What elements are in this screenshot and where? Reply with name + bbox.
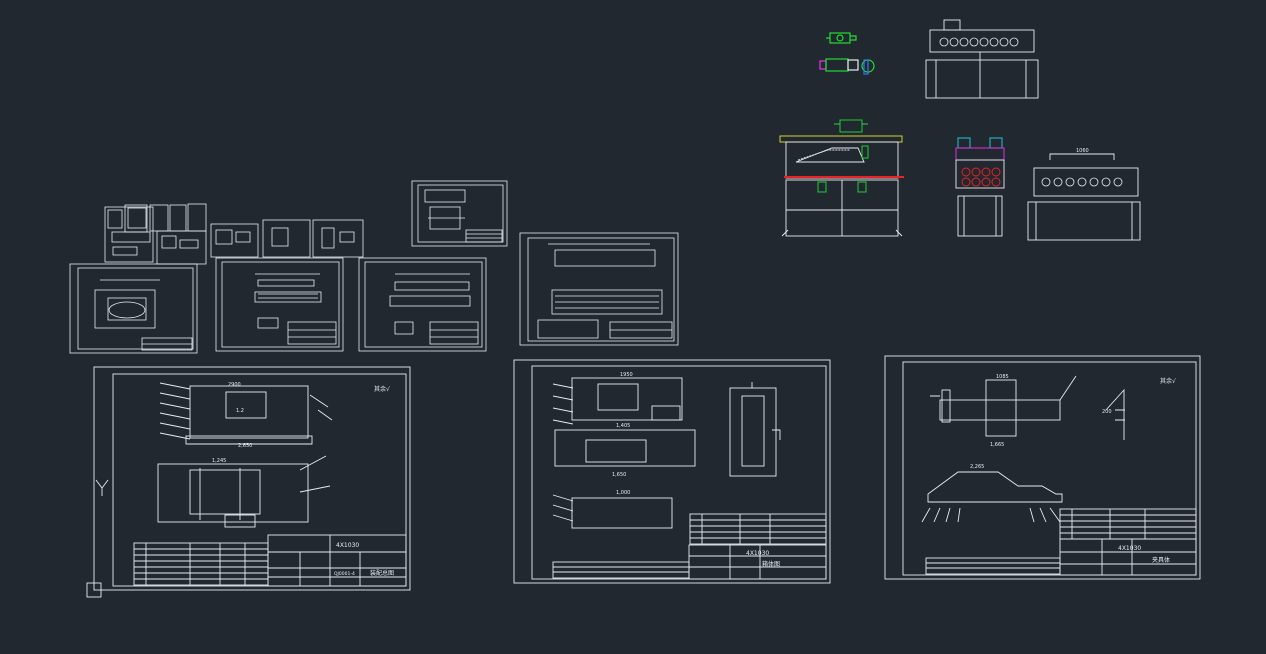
sheet-large-right: [884, 355, 1201, 580]
dimension: 1.2: [236, 408, 244, 414]
sheet-large-left: [86, 366, 411, 598]
dimension: 1,245: [212, 458, 226, 464]
roughness-note: 其余√: [1160, 377, 1176, 385]
thumb-sheet-7: [210, 223, 259, 258]
title-block-code: 4X1030: [746, 550, 769, 557]
title-block-name: 装配总图: [370, 569, 394, 577]
title-block-name: 箱体图: [762, 560, 780, 568]
dimension: 1085: [996, 374, 1009, 380]
thumbnail-sheet-group: [104, 203, 364, 265]
assembly-view-top-right: [925, 19, 1039, 99]
title-block-code: 4X1030: [1118, 545, 1141, 552]
dimension: 1,000: [616, 490, 630, 496]
thumb-sheet-8: [262, 219, 311, 258]
thumb-sheet-9: [312, 219, 364, 258]
sheet-detail-small-top: [411, 180, 508, 247]
title-block-code: 4X1030: [336, 542, 359, 549]
motor-part-green-1: [819, 32, 875, 75]
sheet-large-right-text: 其余√ 4X1030 夹具体 1085 1,665 2,265 200: [970, 374, 1176, 564]
sheet-large-left-text: 其余√ 4X1030 QJ0001-4 装配总图 2900 1.2 2,650 …: [212, 382, 394, 577]
thumb-sheet-4: [169, 204, 187, 232]
assembly-side-view: [955, 137, 1005, 237]
dimension: 2,265: [970, 464, 984, 470]
dimension: 1060: [1076, 148, 1089, 154]
dimension: 2900: [228, 382, 241, 388]
dimension: 2,650: [238, 443, 252, 449]
assembly-right-view: [1027, 153, 1141, 241]
dimension: 1,650: [612, 472, 626, 478]
sheet-medium-1: [69, 263, 198, 354]
roughness-note: 其余√: [374, 385, 390, 393]
title-block-drawing-no: QJ0001-4: [334, 571, 355, 577]
sheet-medium-2: [215, 257, 344, 352]
dimension: 1,405: [616, 423, 630, 429]
dimension: 1950: [620, 372, 633, 378]
thumb-sheet-5: [187, 203, 207, 232]
sheet-medium-4: [519, 232, 679, 346]
sheet-medium-3: [358, 257, 487, 352]
assembly-front-view: [779, 119, 904, 237]
sheet-large-middle: [513, 359, 831, 584]
thumb-sheet-1: [104, 206, 154, 263]
thumb-sheet-2: [124, 204, 148, 233]
dimension: 1,665: [990, 442, 1004, 448]
dimension: 200: [1102, 409, 1112, 415]
sheet-large-middle-text: 4X1030 箱体图 1950 1,405 1,650 1,000: [612, 372, 780, 568]
title-block-name: 夹具体: [1152, 556, 1170, 564]
